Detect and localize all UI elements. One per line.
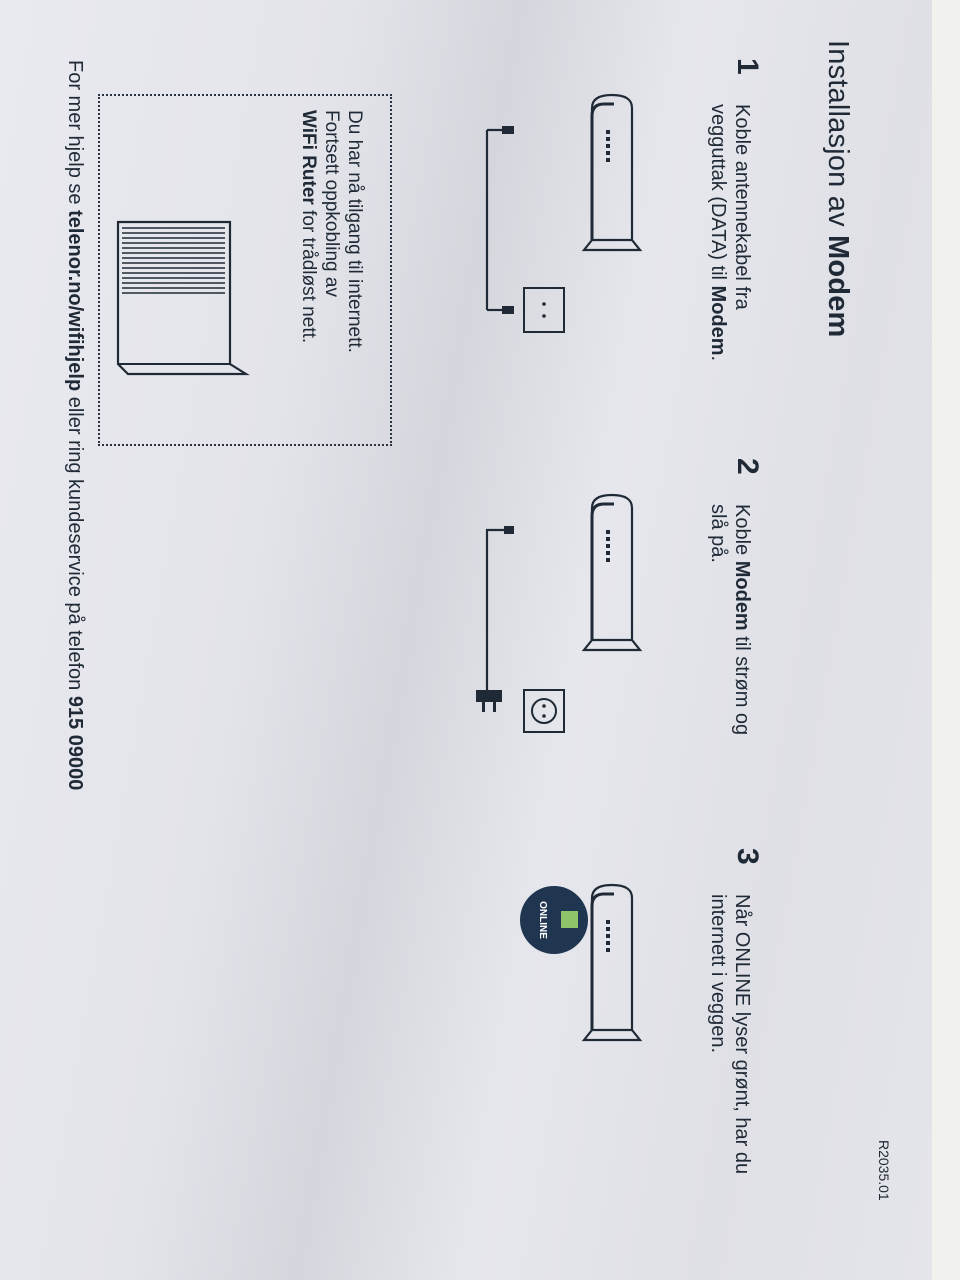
instruction-sheet: Installasjon av Modem 1 Koble antennekab… <box>64 40 892 1228</box>
help-footer: For mer hjelp se telenor.no/wifihjelp el… <box>64 60 86 791</box>
power-cable-icon <box>485 528 512 690</box>
status-lights-icon <box>606 130 610 162</box>
help-link[interactable]: telenor.no/wifihjelp <box>64 210 86 392</box>
info-text: Du har nå tilgang til internett. Fortset… <box>298 110 365 353</box>
document-code: R2035.01 <box>876 1140 892 1201</box>
power-wall-outlet-icon <box>523 689 565 733</box>
data-wall-outlet-icon <box>523 287 565 333</box>
wifi-router-icon <box>116 220 250 376</box>
phone-number[interactable]: 915 09000 <box>64 695 86 791</box>
page-title: Installasjon av Modem <box>822 40 854 338</box>
modem-icon <box>581 883 643 1042</box>
step-3: 3 Når ONLINE lyser grønt, har du interne… <box>684 848 764 1228</box>
online-label: ONLINE <box>537 901 548 939</box>
paper-sheet: Installasjon av Modem 1 Koble antennekab… <box>0 0 932 1280</box>
coax-cable-icon <box>485 128 512 312</box>
modem-power-diagram <box>476 493 643 733</box>
step-1: 1 Koble antennekabel fra vegguttak (DATA… <box>684 58 764 438</box>
step-number: 1 <box>731 58 764 75</box>
step-number: 3 <box>731 848 764 865</box>
step-text: Koble antennekabel fra vegguttak (DATA) … <box>707 104 753 362</box>
cable-connector-icon <box>502 306 514 314</box>
modem-icon <box>581 93 643 252</box>
status-lights-icon <box>606 920 610 952</box>
modem-icon <box>581 493 643 652</box>
modem-online-diagram: ONLINE <box>520 883 643 1042</box>
step-text: Når ONLINE lyser grønt, har du internett… <box>707 894 753 1175</box>
cable-connector-icon <box>502 126 514 134</box>
modem-data-cable-diagram <box>485 93 643 333</box>
step-text: Koble Modem til strøm og slå på. <box>707 504 753 736</box>
online-badge-icon <box>520 886 588 954</box>
info-box: Du har nå tilgang til internett. Fortset… <box>98 94 392 446</box>
step-number: 2 <box>731 458 764 475</box>
status-lights-icon <box>606 530 610 562</box>
table-edge <box>932 0 960 1280</box>
power-plug-icon <box>476 690 502 712</box>
online-led-icon <box>561 911 578 928</box>
step-2: 2 Koble Modem til strøm og slå på. <box>684 458 764 838</box>
